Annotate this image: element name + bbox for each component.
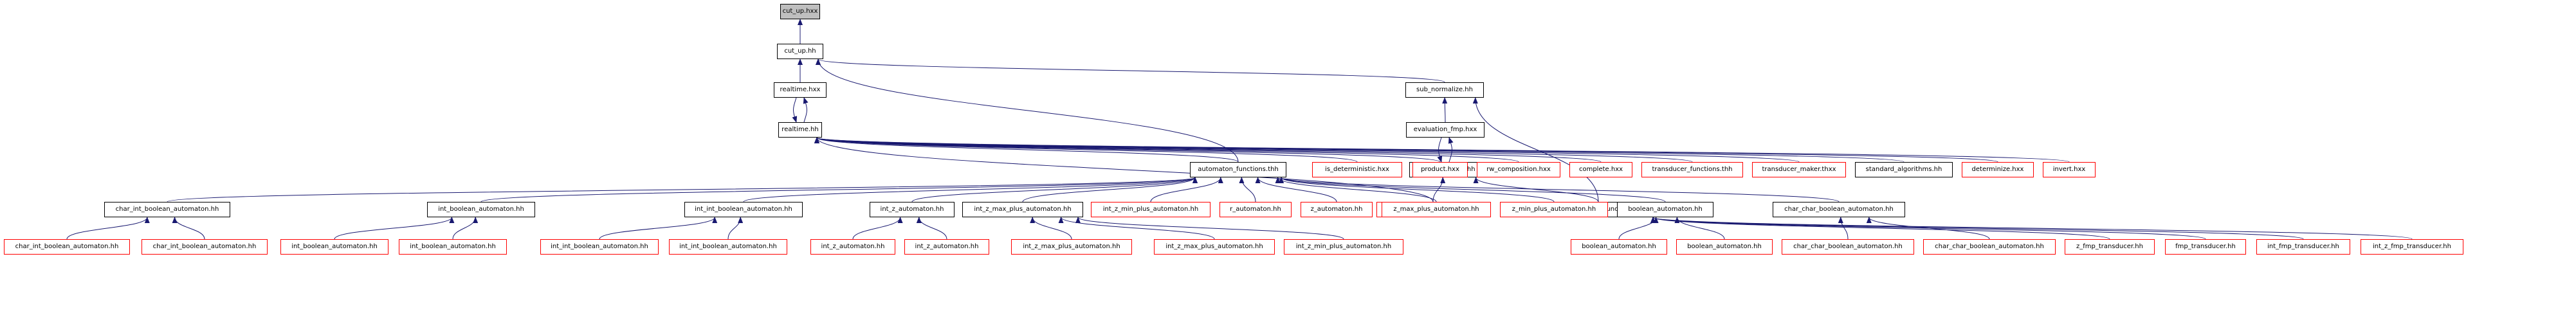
graph-node-z-max-plus-automaton-hh[interactable]: z_max_plus_automaton.hh [1382,202,1491,217]
edge-z-min-plus-automaton-hh-to-automaton-functions-thh [1279,177,1555,203]
edge-z-automaton-hh-to-automaton-functions-thh [1255,177,1337,203]
graph-node-l-int-fmp[interactable]: int_fmp_transducer.hh [2256,239,2350,255]
edge-fmp-transducer-functions-thh-to-sub-normalize-hh [1472,97,1599,203]
edge-l-int-z-2-to-int-z-automaton-hh [916,217,947,240]
graph-node-l-int-z-min[interactable]: int_z_min_plus_automaton.hh [1284,239,1403,255]
edge-int-z-max-plus-automaton-hh-to-automaton-functions-thh [1022,177,1198,203]
edge-evaluation-fmp-hxx-to-evaluation-fmp-hh [1437,137,1443,163]
edge-l-int-z-max-1-to-int-z-max-plus-automaton-hh [1030,217,1072,240]
graph-node-l-int-z-max-1[interactable]: int_z_max_plus_automaton.hh [1011,239,1132,255]
graph-node-l-char-int-1[interactable]: char_int_boolean_automaton.hh [4,239,130,255]
edge-z-max-plus-automaton-hh-to-automaton-functions-thh [1275,177,1437,203]
edge-l-char-int-2-to-char-int-boolean-automaton-hh [172,217,205,240]
graph-node-realtime-hh[interactable]: realtime.hh [778,122,822,138]
graph-node-sub-normalize-hh[interactable]: sub_normalize.hh [1405,82,1484,98]
graph-node-determinize-hxx[interactable]: determinize.hxx [1962,162,2034,177]
graph-node-l-char-char-1[interactable]: char_char_boolean_automaton.hh [1782,239,1914,255]
edge-char-char-boolean-automaton-hh-to-automaton-functions-thh [1279,177,1840,203]
graph-node-automaton-functions-thh[interactable]: automaton_functions.thh [1190,162,1286,177]
edge-l-char-int-1-to-char-int-boolean-automaton-hh [66,217,150,240]
graph-node-l-z-fmp[interactable]: z_fmp_transducer.hh [2065,239,2155,255]
graph-node-int-z-max-plus-automaton-hh[interactable]: int_z_max_plus_automaton.hh [962,202,1083,217]
edge-int-z-automaton-hh-to-automaton-functions-thh [911,177,1198,203]
edge-automaton-functions-thh-to-realtime-hh [814,137,1239,163]
edge-l-fmp-to-fmp-transducer-functions-thh [1650,217,2206,240]
graph-node-int-int-boolean-automaton-hh[interactable]: int_int_boolean_automaton.hh [684,202,803,217]
edge-invert-hxx-to-realtime-hh [814,137,2070,163]
edge-l-char-char-1-to-char-char-boolean-automaton-hh [1838,217,1849,240]
edge-l-int-z-max-2-to-int-z-max-plus-automaton-hh [1058,217,1215,240]
edge-l-int-fmp-to-fmp-transducer-functions-thh [1650,217,2304,240]
edge-realtime-hh-to-realtime-hxx [803,97,808,123]
edge-fmp-transducer-maker-thxx-to-realtime-hh [814,137,1434,203]
graph-node-l-int-bool-1[interactable]: int_boolean_automaton.hh [280,239,388,255]
graph-node-l-int-z-2[interactable]: int_z_automaton.hh [904,239,989,255]
edge-is-deterministic-hxx-to-realtime-hh [814,137,1358,163]
graph-node-char-char-boolean-automaton-hh[interactable]: char_char_boolean_automaton.hh [1773,202,1905,217]
graph-node-int-z-automaton-hh[interactable]: int_z_automaton.hh [870,202,955,217]
graph-node-transducer-maker-thxx[interactable]: transducer_maker.thxx [1752,162,1846,177]
edge-l-int-int-1-to-int-int-boolean-automaton-hh [599,217,718,240]
edge-l-int-bool-1-to-int-boolean-automaton-hh [334,217,455,240]
graph-node-standard-algorithms-hh[interactable]: standard_algorithms.hh [1855,162,1953,177]
graph-node-char-int-boolean-automaton-hh[interactable]: char_int_boolean_automaton.hh [104,202,230,217]
graph-node-cut-up-hh[interactable]: cut_up.hh [777,44,823,59]
edge-int-boolean-automaton-hh-to-automaton-functions-thh [480,177,1198,203]
graph-node-int-boolean-automaton-hh[interactable]: int_boolean_automaton.hh [427,202,535,217]
graph-node-l-fmp[interactable]: fmp_transducer.hh [2165,239,2246,255]
graph-node-l-int-z-1[interactable]: int_z_automaton.hh [810,239,895,255]
graph-node-product-hxx[interactable]: product.hxx [1412,162,1468,177]
graph-node-transducer-functions-thh[interactable]: transducer_functions.thh [1641,162,1743,177]
edge-evaluation-fmp-hh-to-evaluation-fmp-hxx [1448,137,1454,163]
edge-l-int-z-fmp-to-fmp-transducer-functions-thh [1650,217,2413,240]
graph-node-is-deterministic-hxx[interactable]: is_deterministic.hxx [1312,162,1402,177]
edge-int-z-min-plus-automaton-hh-to-automaton-functions-thh [1150,177,1223,203]
graph-node-evaluation-fmp-hxx[interactable]: evaluation_fmp.hxx [1406,122,1484,138]
edge-l-z-fmp-to-fmp-transducer-functions-thh [1650,217,2110,240]
graph-node-rw-composition-hxx[interactable]: rw_composition.hxx [1477,162,1560,177]
edge-r-automaton-hh-to-automaton-functions-thh [1239,177,1256,203]
edge-boolean-automaton-hh-to-automaton-functions-thh [1279,177,1666,203]
edge-l-int-bool-2-to-int-boolean-automaton-hh [452,217,479,240]
graph-node-z-automaton-hh[interactable]: z_automaton.hh [1301,202,1373,217]
graph-node-l-char-char-2[interactable]: char_char_boolean_automaton.hh [1923,239,2056,255]
graph-node-invert-hxx[interactable]: invert.hxx [2043,162,2096,177]
graph-node-z-min-plus-automaton-hh[interactable]: z_min_plus_automaton.hh [1500,202,1608,217]
graph-node-realtime-hxx[interactable]: realtime.hxx [774,82,827,98]
graph-node-l-int-int-2[interactable]: int_int_boolean_automaton.hh [669,239,787,255]
edge-realtime-hxx-to-realtime-hh [792,97,798,123]
graph-node-l-int-int-1[interactable]: int_int_boolean_automaton.hh [540,239,659,255]
graph-node-l-int-z-max-2[interactable]: int_z_max_plus_automaton.hh [1154,239,1275,255]
graph-node-l-char-int-2[interactable]: char_int_boolean_automaton.hh [142,239,268,255]
graph-node-l-bool-2[interactable]: boolean_automaton.hh [1676,239,1773,255]
graph-node-complete-hxx[interactable]: complete.hxx [1569,162,1632,177]
graph-node-l-int-bool-2[interactable]: int_boolean_automaton.hh [399,239,507,255]
edge-sub-normalize-hh-to-cut-up-hh [816,59,1445,83]
edge-automaton-functions-thh-to-cut-up-hh [816,59,1239,163]
edge-l-int-z-1-to-int-z-automaton-hh [852,217,903,240]
graph-node-cut-up-hxx: cut_up.hxx [780,4,820,19]
graph-node-l-bool-1[interactable]: boolean_automaton.hh [1571,239,1667,255]
edge-l-int-z-min-to-int-z-max-plus-automaton-hh [1075,217,1344,240]
graph-node-int-z-min-plus-automaton-hh[interactable]: int_z_min_plus_automaton.hh [1091,202,1210,217]
edge-fmp-transducer-functions-thh-to-evaluation-fmp-hh [1473,177,1599,203]
edge-char-int-boolean-automaton-hh-to-automaton-functions-thh [167,177,1198,203]
graph-node-boolean-automaton-hh[interactable]: boolean_automaton.hh [1617,202,1713,217]
edge-int-int-boolean-automaton-hh-to-automaton-functions-thh [743,177,1198,203]
graph-node-r-automaton-hh[interactable]: r_automaton.hh [1219,202,1292,217]
edge-l-int-int-2-to-int-int-boolean-automaton-hh [727,217,744,240]
graph-node-l-int-z-fmp[interactable]: int_z_fmp_transducer.hh [2361,239,2463,255]
